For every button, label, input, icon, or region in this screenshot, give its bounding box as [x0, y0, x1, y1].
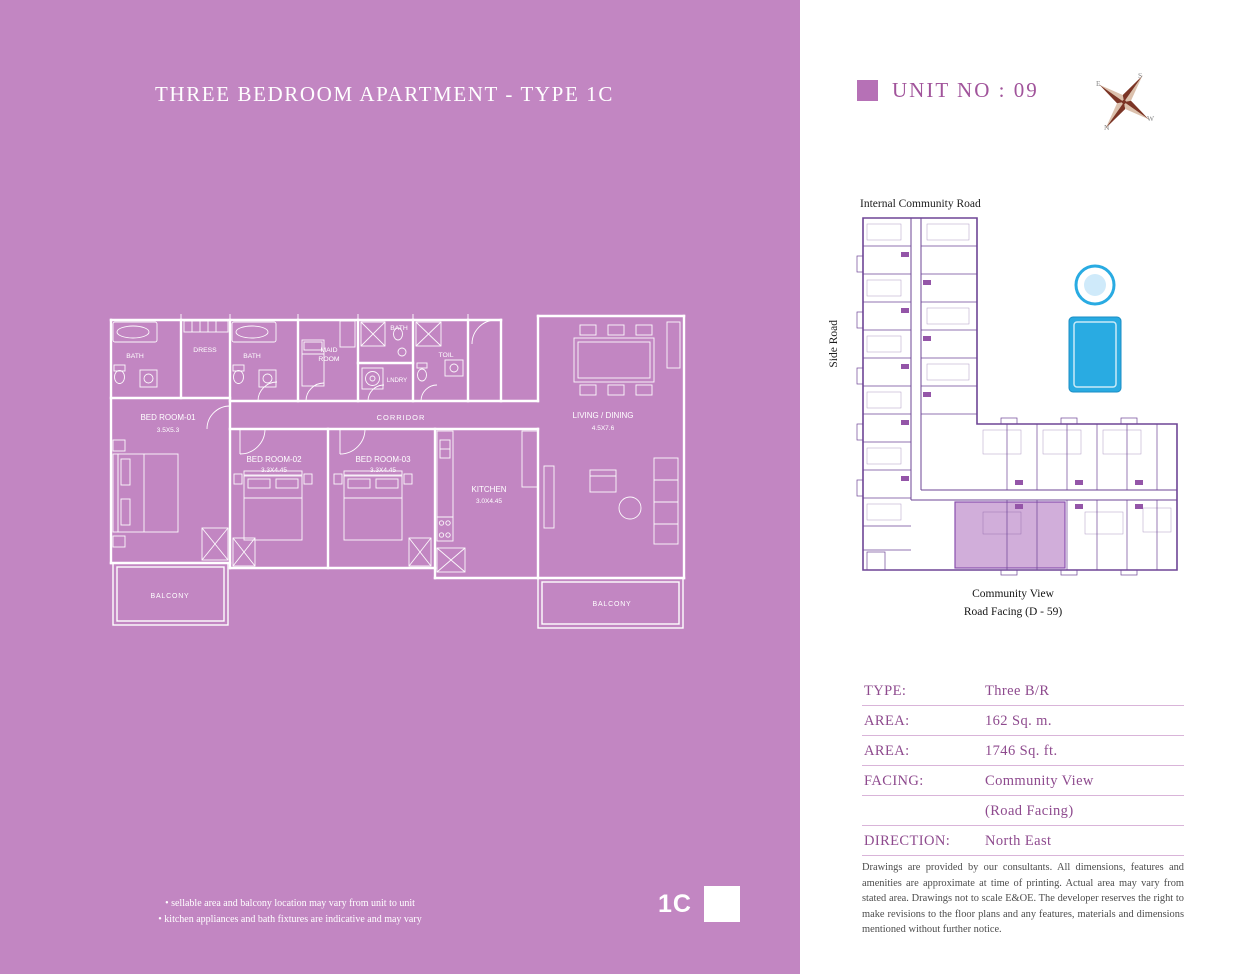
floorplan-labels: BATH DRESS BATH MAID ROOM BATH LNDRY TOI… [126, 325, 633, 608]
detail-key: DIRECTION: [864, 833, 951, 849]
table-row: FACING: Community View [862, 766, 1184, 796]
room-label-lndry: LNDRY [387, 378, 407, 384]
details-table: TYPE: Three B/R AREA: 162 Sq. m. AREA: 1… [862, 676, 1184, 856]
table-row: (Road Facing) [862, 796, 1184, 826]
room-label-balcony-left: BALCONY [150, 593, 189, 600]
detail-value: Three B/R [985, 683, 1050, 699]
room-label-corridor: CORRIDOR [377, 413, 426, 422]
room-label-dress: DRESS [193, 347, 217, 354]
room-label-bed3: BED ROOM-03 [355, 455, 411, 464]
footnotes: • sellable area and balcony location may… [130, 896, 450, 927]
floorplan-furniture [112, 320, 681, 573]
room-label-kitchen: KITCHEN [471, 485, 506, 494]
table-row: AREA: 1746 Sq. ft. [862, 736, 1184, 766]
floorplan-walls [109, 314, 686, 580]
detail-value: 1746 Sq. ft. [985, 743, 1058, 759]
room-label-balcony-right: BALCONY [592, 601, 631, 608]
room-label-bath3: BATH [390, 325, 408, 332]
compass-letter-s: S [1138, 71, 1142, 80]
siteplan-caption: Community View Road Facing (D - 59) [883, 586, 1143, 622]
table-row: AREA: 162 Sq. m. [862, 706, 1184, 736]
square-bullet-icon [857, 80, 878, 101]
unit-tags [901, 252, 1143, 509]
table-row: DIRECTION: North East [862, 826, 1184, 856]
building-outline [862, 217, 1178, 571]
room-dims-bed3: 3.3X4.45 [370, 467, 396, 474]
road-label-side: Side Road [828, 320, 840, 368]
unit-info-panel: UNIT NO : 09 N E S W Internal Community … [800, 0, 1250, 974]
room-label-bed2: BED ROOM-02 [246, 455, 302, 464]
floorplan-drawing: BATH DRESS BATH MAID ROOM BATH LNDRY TOI… [109, 314, 686, 629]
type-code: 1C [658, 889, 692, 918]
caption-line-1: Community View [972, 588, 1054, 600]
detail-key: TYPE: [864, 683, 907, 699]
room-dims-living: 4.5X7.6 [592, 425, 615, 432]
room-label-living: LIVING / DINING [573, 411, 634, 420]
swimming-pool-icon [1068, 316, 1122, 393]
room-label-maid-2: ROOM [318, 356, 339, 363]
detail-value: Community View [985, 773, 1094, 789]
unit-header: UNIT NO : 09 [857, 78, 1039, 103]
balcony-outlines [112, 562, 684, 629]
siteplan-drawing [856, 217, 1178, 576]
caption-line-2: Road Facing (D - 59) [963, 605, 1063, 618]
type-badge: 1C [658, 886, 740, 922]
highlighted-unit [954, 501, 1066, 569]
room-label-toil: TOIL [439, 352, 454, 359]
room-label-bed1: BED ROOM-01 [140, 413, 196, 422]
detail-key: AREA: [864, 713, 910, 729]
unit-number-title: UNIT NO : 09 [892, 78, 1039, 102]
floorplan-panel: THREE BEDROOM APARTMENT - TYPE 1C [0, 0, 800, 974]
footnote-line-1: • sellable area and balcony location may… [165, 898, 415, 909]
compass-letter-e: E [1096, 79, 1101, 88]
compass-letter-w: W [1147, 114, 1155, 123]
balcony-bumps [856, 255, 1138, 576]
disclaimer-text: Drawings are provided by our consultants… [862, 862, 1184, 936]
unit-grid [863, 245, 1158, 570]
footnote-line-2: • kitchen appliances and bath fixtures a… [158, 913, 422, 925]
type-square-icon [703, 886, 740, 922]
unit-room-hints [866, 223, 1172, 535]
room-dims-bed2: 3.3X4.45 [261, 467, 287, 474]
detail-value: (Road Facing) [985, 803, 1074, 819]
compass-rose-icon: N E S W [1096, 71, 1155, 132]
floorplan-wall-ticks [180, 314, 469, 320]
door-arcs [206, 319, 497, 455]
detail-key: AREA: [864, 743, 910, 759]
table-row: TYPE: Three B/R [862, 676, 1184, 706]
detail-value: North East [985, 833, 1052, 849]
road-label-top: Internal Community Road [860, 198, 981, 210]
room-label-bath2: BATH [243, 353, 261, 360]
detail-value: 162 Sq. m. [985, 713, 1052, 729]
room-dims-kitchen: 3.0X4.45 [476, 498, 502, 505]
roundabout-icon [1074, 264, 1116, 306]
room-label-maid-1: MAID [321, 347, 338, 354]
room-label-bath1: BATH [126, 353, 144, 360]
detail-key: FACING: [864, 773, 924, 789]
room-dims-bed1: 3.5X5.3 [157, 427, 180, 434]
compass-letter-n: N [1104, 123, 1110, 132]
page-title: THREE BEDROOM APARTMENT - TYPE 1C [155, 82, 614, 106]
